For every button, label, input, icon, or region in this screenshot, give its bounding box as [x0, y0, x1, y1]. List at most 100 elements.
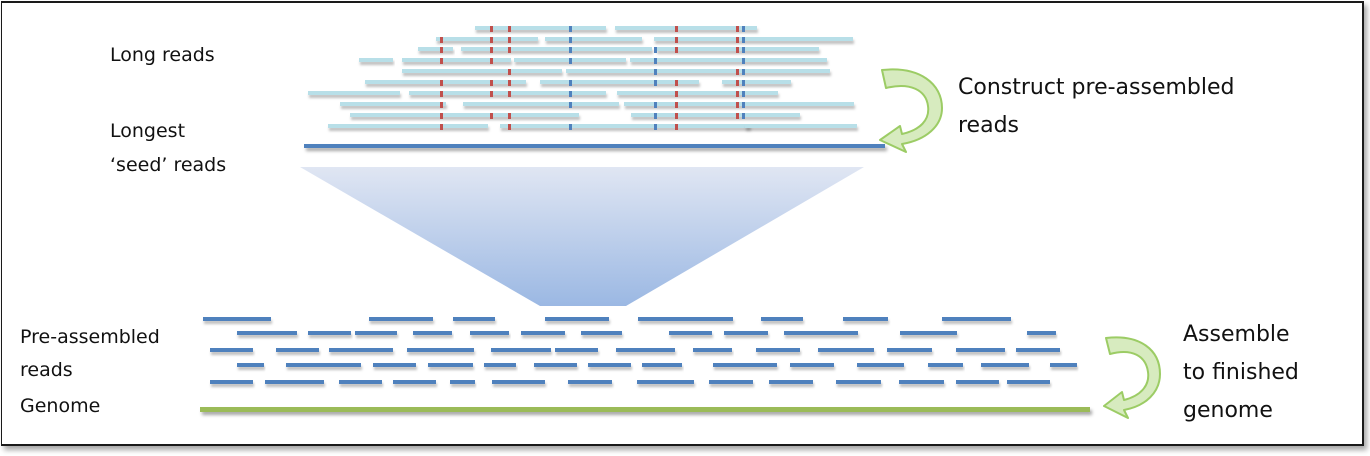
long-read — [631, 113, 800, 117]
pre-assembled-read — [942, 317, 1011, 321]
error-mark — [440, 47, 443, 53]
pre-assembled-read — [413, 331, 452, 335]
pre-assembled-read — [470, 331, 509, 335]
pre-assembled-read — [286, 363, 361, 367]
long-read — [328, 124, 488, 128]
error-mark — [569, 47, 572, 53]
error-mark — [675, 91, 678, 97]
long-read — [350, 113, 579, 117]
long-read — [475, 26, 606, 30]
error-mark — [675, 26, 678, 32]
label-seed-reads: ‘seed’ reads — [110, 154, 227, 176]
error-mark — [736, 26, 739, 32]
long-read — [308, 91, 400, 95]
pre-assembled-read — [693, 348, 732, 352]
pre-assembled-read — [1016, 348, 1060, 352]
pre-assembled-read — [265, 380, 324, 384]
long-read — [436, 37, 538, 41]
error-mark — [736, 47, 739, 53]
error-mark — [508, 124, 511, 130]
pre-assembled-read — [355, 331, 397, 335]
error-mark — [654, 102, 657, 108]
pre-assembled-read — [887, 348, 932, 352]
long-read — [402, 58, 511, 62]
pre-assembled-read — [203, 317, 271, 321]
pre-assembled-read — [713, 363, 777, 367]
error-mark — [569, 80, 572, 86]
error-mark — [508, 37, 511, 43]
error-mark — [569, 124, 572, 130]
pre-assembled-read — [784, 331, 858, 335]
pre-assembled-read — [308, 331, 351, 335]
label-assemble-line1: Assemble — [1183, 322, 1290, 347]
error-mark — [440, 124, 443, 130]
error-mark — [490, 58, 493, 64]
label-longest: Longest — [110, 120, 186, 142]
seed-read — [304, 144, 885, 148]
error-mark — [675, 80, 678, 86]
pre-assembled-read — [1027, 331, 1056, 335]
pre-assembled-read — [900, 331, 957, 335]
pre-assembled-read — [484, 363, 516, 367]
pre-assembled-read — [534, 363, 577, 367]
error-mark — [736, 91, 739, 97]
long-read — [359, 58, 393, 62]
pre-assembled-reads-group — [203, 317, 1077, 384]
error-mark — [508, 69, 511, 75]
assemble-arrow-icon — [1103, 336, 1161, 419]
long-read — [745, 124, 857, 128]
long-read — [630, 58, 827, 62]
error-mark — [742, 91, 745, 97]
pre-assembled-read — [790, 363, 834, 367]
label-pre-assembled: Pre-assembled — [20, 326, 160, 348]
error-mark — [736, 102, 739, 108]
pre-assembled-read — [393, 380, 436, 384]
error-mark — [440, 80, 443, 86]
error-mark — [742, 37, 745, 43]
pre-assembled-read — [956, 348, 1005, 352]
pre-assembled-read — [276, 348, 319, 352]
pre-assembled-read — [581, 331, 622, 335]
pre-assembled-read — [237, 331, 297, 335]
error-mark — [654, 58, 657, 64]
pre-assembled-read — [857, 363, 904, 367]
pre-assembled-read — [836, 380, 881, 384]
error-mark — [736, 37, 739, 43]
funnel-shape — [300, 167, 864, 306]
error-mark — [569, 91, 572, 97]
error-mark — [569, 58, 572, 64]
error-mark — [654, 80, 657, 86]
error-marks-group — [440, 26, 745, 130]
label-construct-line2: reads — [958, 113, 1020, 138]
long-read — [365, 80, 526, 84]
label-construct-line1: Construct pre-assembled — [958, 75, 1235, 100]
long-read — [545, 37, 642, 41]
pre-assembled-read — [588, 363, 631, 367]
long-read — [418, 47, 453, 51]
error-mark — [736, 69, 739, 75]
pre-assembled-read — [709, 380, 753, 384]
pre-assembled-read — [1007, 380, 1050, 384]
pre-assembled-read — [450, 380, 475, 384]
pre-assembled-read — [329, 348, 393, 352]
long-read — [722, 80, 791, 84]
label-pre-assembled-reads: reads — [20, 359, 73, 381]
pre-assembled-read — [555, 348, 598, 352]
long-read — [409, 91, 606, 95]
error-mark — [440, 58, 443, 64]
pre-assembled-read — [210, 348, 253, 352]
label-genome: Genome — [20, 395, 101, 417]
label-assemble-line2: to finished — [1183, 360, 1299, 385]
pre-assembled-read — [237, 363, 264, 367]
error-mark — [490, 47, 493, 53]
pre-assembled-read — [769, 380, 813, 384]
pre-assembled-read — [492, 380, 545, 384]
pre-assembled-read — [616, 348, 675, 352]
pre-assembled-read — [638, 317, 733, 321]
long-read — [617, 91, 778, 95]
genome-bar — [200, 407, 1090, 412]
pre-assembled-read — [899, 380, 944, 384]
long-read — [402, 69, 562, 73]
error-mark — [675, 47, 678, 53]
error-mark — [675, 37, 678, 43]
